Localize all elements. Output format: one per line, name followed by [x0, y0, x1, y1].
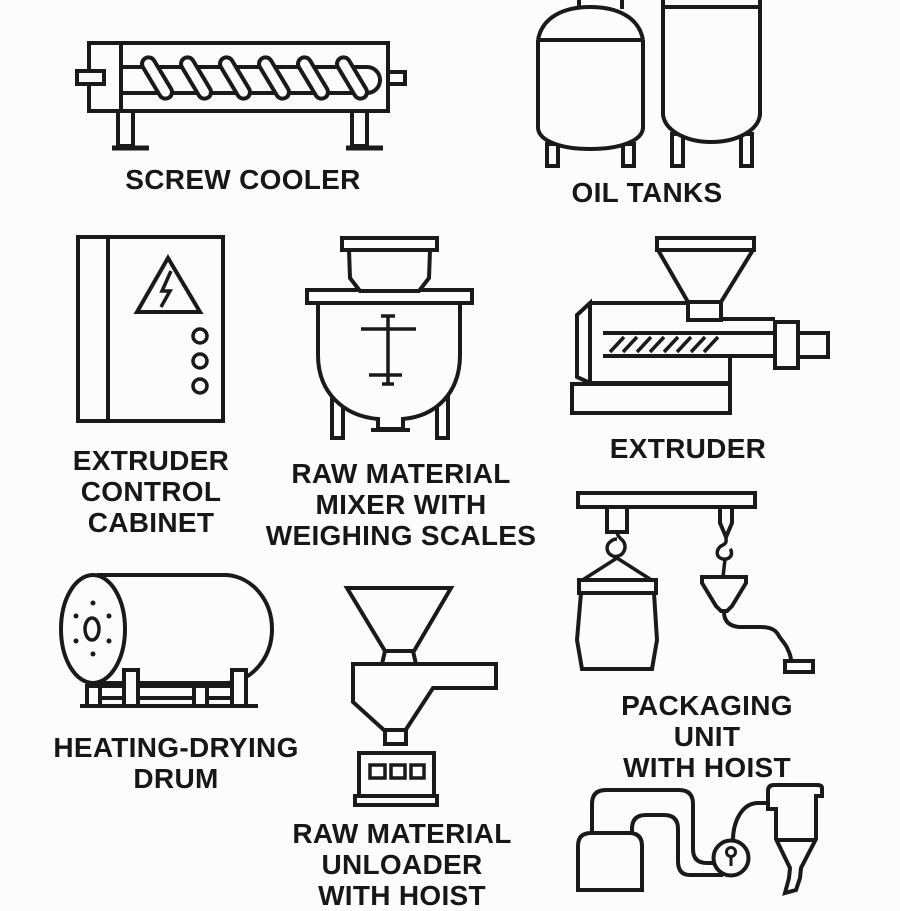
label-packaging-unit: PACKAGING UNIT WITH HOIST [621, 690, 793, 783]
hook-icon [605, 530, 627, 559]
lightning-bolt-icon [159, 270, 173, 308]
screw-cooler-icon [75, 41, 407, 151]
oil-tanks-icon [536, 0, 762, 168]
label-raw-material-mixer: RAW MATERIAL MIXER WITH WEIGHING SCALES [265, 458, 537, 551]
label-extruder: EXTRUDER [609, 433, 767, 464]
label-oil-tanks: OIL TANKS [571, 177, 723, 208]
label-heating-drying-drum: HEATING-DRYING DRUM [53, 732, 299, 794]
raw-material-mixer-icon [305, 236, 474, 440]
hook-icon [715, 536, 734, 561]
label-screw-cooler: SCREW COOLER [125, 164, 361, 195]
label-raw-material-unloader: RAW MATERIAL UNLOADER WITH HOIST [292, 818, 512, 911]
heating-drying-drum-icon [59, 573, 275, 708]
extruder-control-cabinet-icon [76, 235, 225, 423]
label-extruder-control-cabinet: EXTRUDER CONTROL CABINET [72, 445, 230, 538]
packaging-unit-icon [574, 491, 815, 674]
extruder-icon [570, 236, 830, 415]
pneumatic-conveyor-icon [576, 783, 824, 896]
raw-material-unloader-icon [343, 586, 498, 807]
